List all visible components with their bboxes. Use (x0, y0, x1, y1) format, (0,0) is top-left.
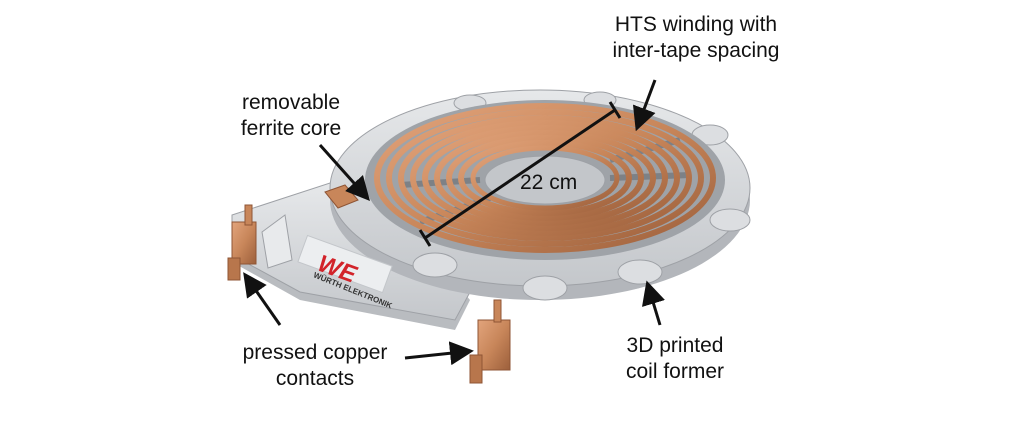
leader-arrows (243, 79, 665, 366)
copper-contact-left (227, 204, 293, 281)
label-coil-former: 3D printed coil former (600, 333, 750, 385)
label-former-line2: coil former (625, 360, 725, 383)
label-dimension: 22 cm (520, 171, 578, 194)
label-former-line1: 3D printed (626, 334, 724, 357)
arrow-ferrite (318, 144, 370, 201)
arrow-former (641, 280, 665, 326)
label-hts-winding: HTS winding with inter-tape spacing (586, 12, 806, 64)
arrow-copper-left (243, 272, 282, 326)
label-ferrite-line1: removable (241, 91, 341, 114)
label-ferrite-line2: ferrite core (240, 117, 342, 140)
copper-contact-right (469, 299, 511, 384)
arrow-copper-right (404, 341, 474, 366)
dimension-line (418, 101, 622, 247)
label-hts-line1: HTS winding with (614, 13, 778, 36)
label-copper-contacts: pressed copper contacts (210, 340, 420, 392)
arrow-hts (632, 79, 657, 132)
hts-winding (374, 103, 716, 253)
label-copper-line2: contacts (275, 367, 355, 390)
label-copper-line1: pressed copper (242, 341, 388, 364)
label-hts-line2: inter-tape spacing (612, 39, 780, 62)
label-ferrite-core: removable ferrite core (206, 90, 376, 142)
